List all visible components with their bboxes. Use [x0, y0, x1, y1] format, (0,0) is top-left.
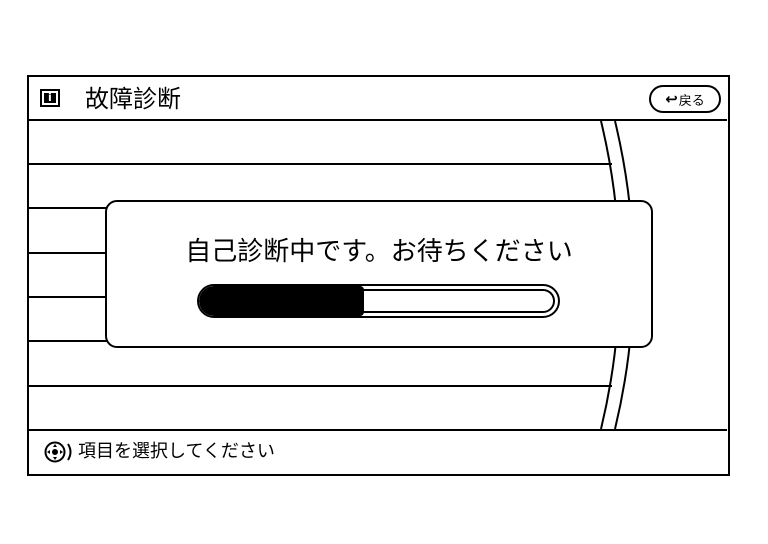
- footer-hint: 項目を選択してください: [78, 441, 275, 462]
- screen-frame: [27, 75, 730, 476]
- joystick-icon: [44, 441, 66, 463]
- return-arrow-icon: ↩: [665, 90, 678, 108]
- page-title: 故障診断: [85, 85, 181, 113]
- progress-dialog: 自己診断中です。お待ちください: [105, 200, 653, 348]
- info-icon: i: [40, 89, 60, 107]
- progress-fill: [199, 286, 365, 316]
- progress-bar: [197, 284, 560, 318]
- rotate-indicator-icon: [67, 443, 72, 461]
- back-button[interactable]: ↩ 戻る: [649, 85, 721, 113]
- dialog-message: 自己診断中です。お待ちください: [185, 237, 573, 267]
- back-label: 戻る: [678, 93, 705, 109]
